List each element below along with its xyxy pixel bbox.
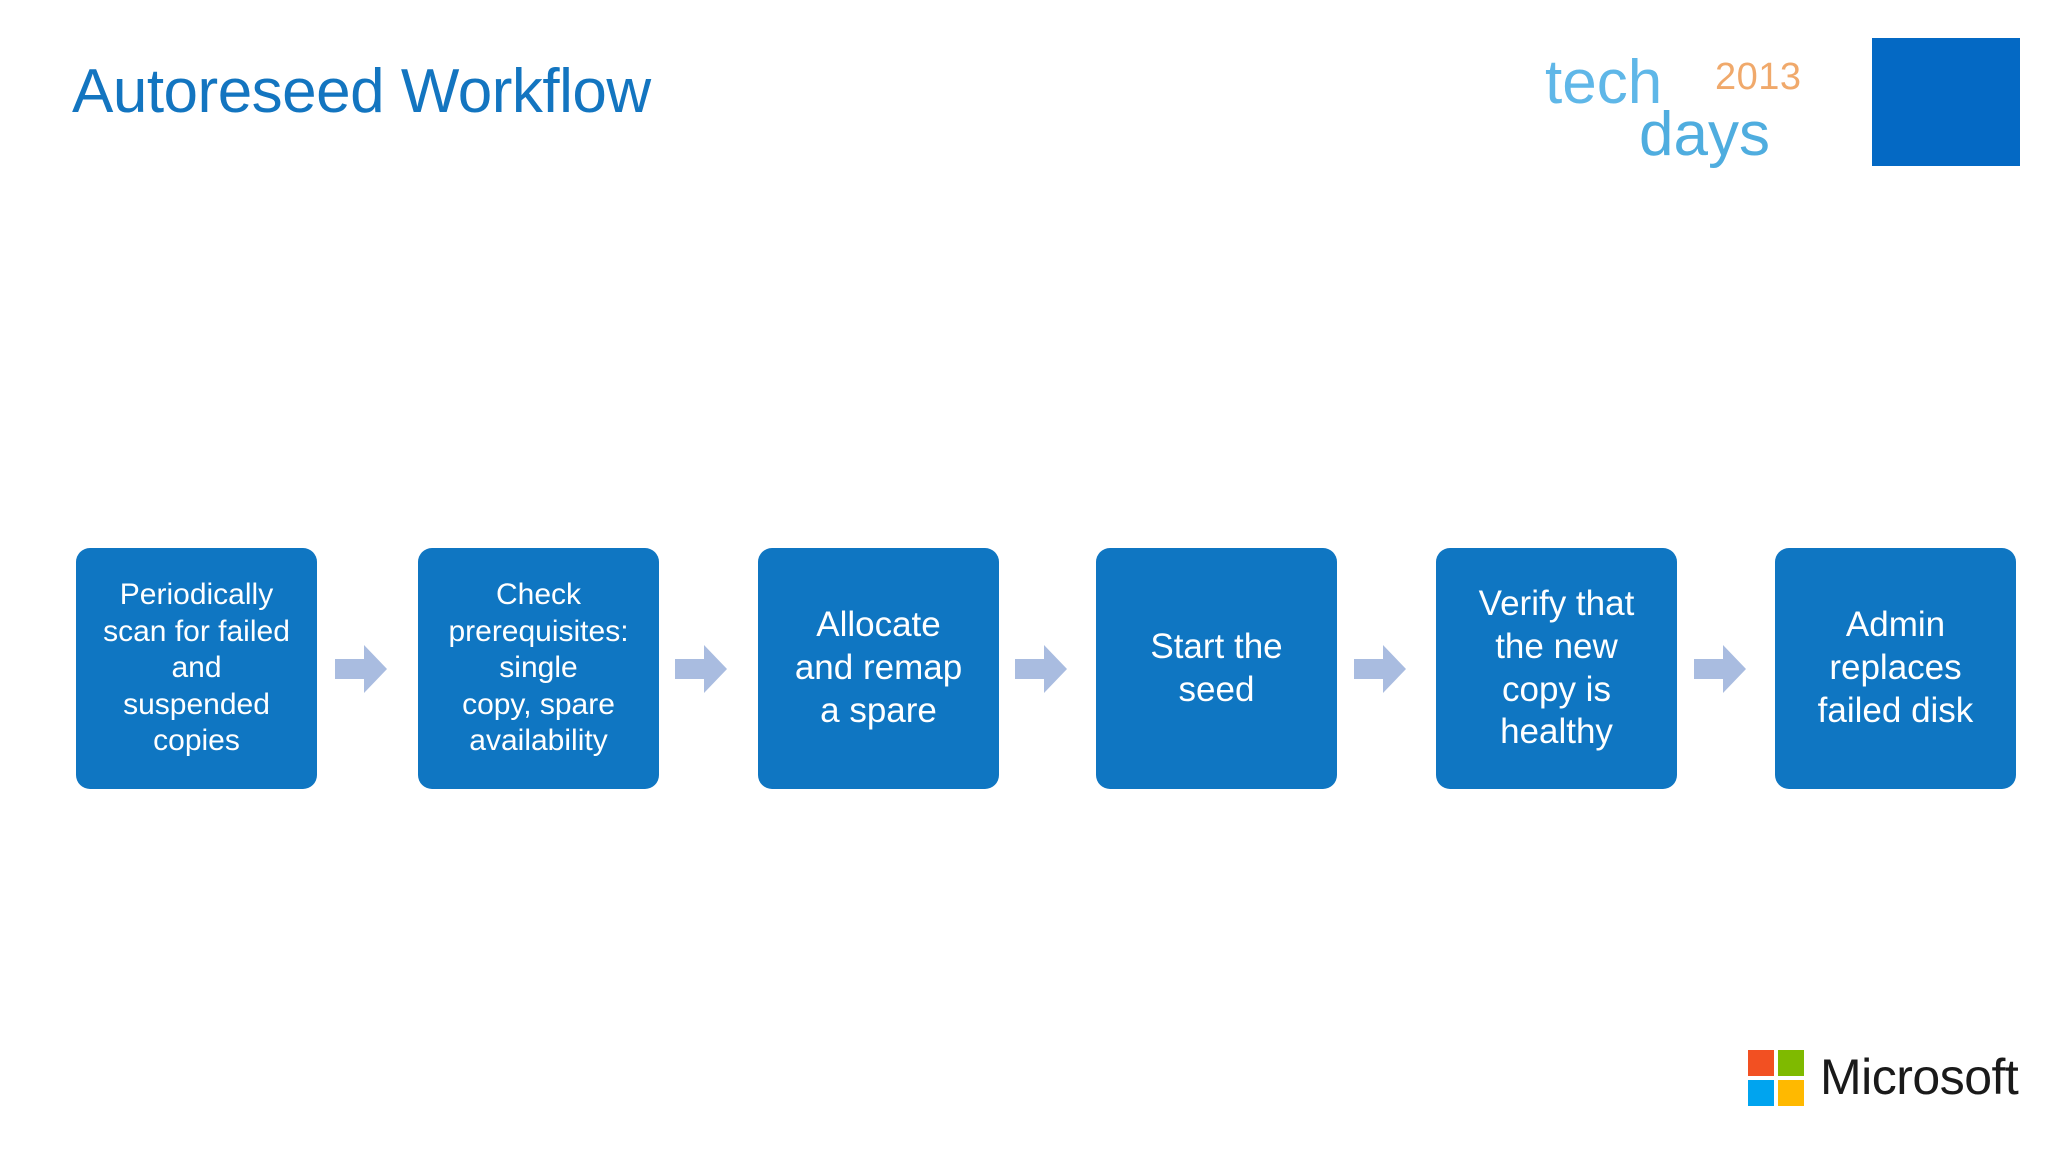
techdays-logo-blue-square <box>1872 38 2020 166</box>
flow-step-6-label: Admin replaces failed disk <box>1817 605 1974 730</box>
microsoft-tile-bottom-right-icon <box>1778 1080 1804 1106</box>
flow-step-2-label: Check prerequisites: single copy, spare … <box>448 578 629 758</box>
flow-step-4-label: Start the seed <box>1150 626 1283 709</box>
techdays-logo-word-days: days <box>1639 100 1770 169</box>
microsoft-logo: Microsoft <box>1748 1048 2019 1110</box>
right-block-arrow-icon-4 <box>1354 645 1406 693</box>
right-block-arrow-icon-5 <box>1694 645 1746 693</box>
flow-step-6[interactable]: Admin replaces failed disk <box>1775 548 2016 789</box>
techdays-logo-year: 2013 <box>1715 56 1802 98</box>
flow-step-3[interactable]: Allocate and remap a spare <box>758 548 999 789</box>
flow-step-3-label: Allocate and remap a spare <box>794 605 963 730</box>
right-block-arrow-icon-1 <box>335 645 387 693</box>
microsoft-tile-top-left-icon <box>1748 1050 1774 1076</box>
autoreseed-workflow-diagram: Periodically scan for failed and suspend… <box>0 548 2048 790</box>
flow-step-2[interactable]: Check prerequisites: single copy, spare … <box>418 548 659 789</box>
microsoft-tile-top-right-icon <box>1778 1050 1804 1076</box>
microsoft-logo-tiles <box>1748 1050 1804 1106</box>
techdays-logo: tech 2013 days <box>1545 30 2020 170</box>
page-title: Autoreseed Workflow <box>72 57 651 126</box>
right-block-arrow-icon-2 <box>675 645 727 693</box>
flow-step-5-label: Verify that the new copy is healthy <box>1478 584 1635 752</box>
techdays-logo-word-tech: tech <box>1545 48 1663 117</box>
microsoft-tile-bottom-left-icon <box>1748 1080 1774 1106</box>
flow-step-1[interactable]: Periodically scan for failed and suspend… <box>76 548 317 789</box>
right-block-arrow-icon-3 <box>1015 645 1067 693</box>
flow-step-5[interactable]: Verify that the new copy is healthy <box>1436 548 1677 789</box>
microsoft-wordmark: Microsoft <box>1820 1049 2019 1105</box>
flow-step-1-label: Periodically scan for failed and suspend… <box>103 578 290 758</box>
flow-step-4[interactable]: Start the seed <box>1096 548 1337 789</box>
